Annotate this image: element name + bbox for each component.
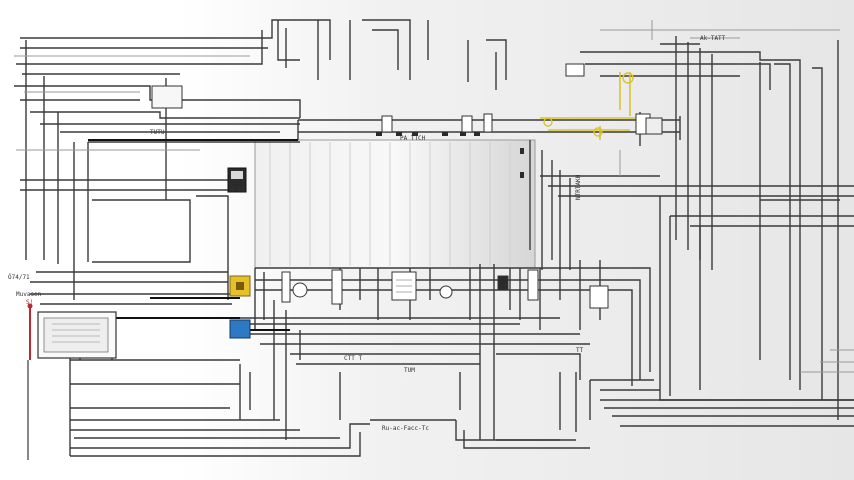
small-tag-1: A-TA: [230, 187, 245, 194]
power-feed: [27, 303, 33, 460]
blue-connector: [229, 319, 251, 339]
junction-box: [151, 85, 183, 109]
small-tag-2: TT: [576, 347, 584, 354]
upper-left-tag: TUTU: [150, 129, 165, 136]
bottom-caption: Ru-ac-Facc-Tc: [382, 425, 429, 432]
rack-details: [396, 279, 412, 293]
top-label-1: PA TTCH: [400, 135, 426, 142]
manifold-valves: [376, 132, 524, 178]
controller-box: [37, 311, 117, 359]
mid-label-1: CTT T: [344, 355, 362, 362]
manifold-components: [381, 63, 663, 135]
left-input-label-1: Ó74/71: [8, 274, 30, 281]
fan-unit: [254, 139, 536, 269]
wiring-lines: [14, 19, 854, 457]
right-vertical-label: NTRTAKH: [575, 174, 582, 200]
power-marker-label: S!: [26, 299, 33, 306]
yellow-junctions: [543, 72, 634, 137]
yellow-connector-core: [236, 282, 244, 290]
highlighted-wiring: [540, 72, 640, 140]
terminal-block-inner: [231, 171, 243, 179]
secondary-wiring: [14, 20, 854, 373]
left-input-label-2: Muvasen: [16, 291, 42, 298]
mid-label-2: TUM: [404, 367, 415, 374]
top-label-2: Ak-TATT: [700, 35, 726, 42]
